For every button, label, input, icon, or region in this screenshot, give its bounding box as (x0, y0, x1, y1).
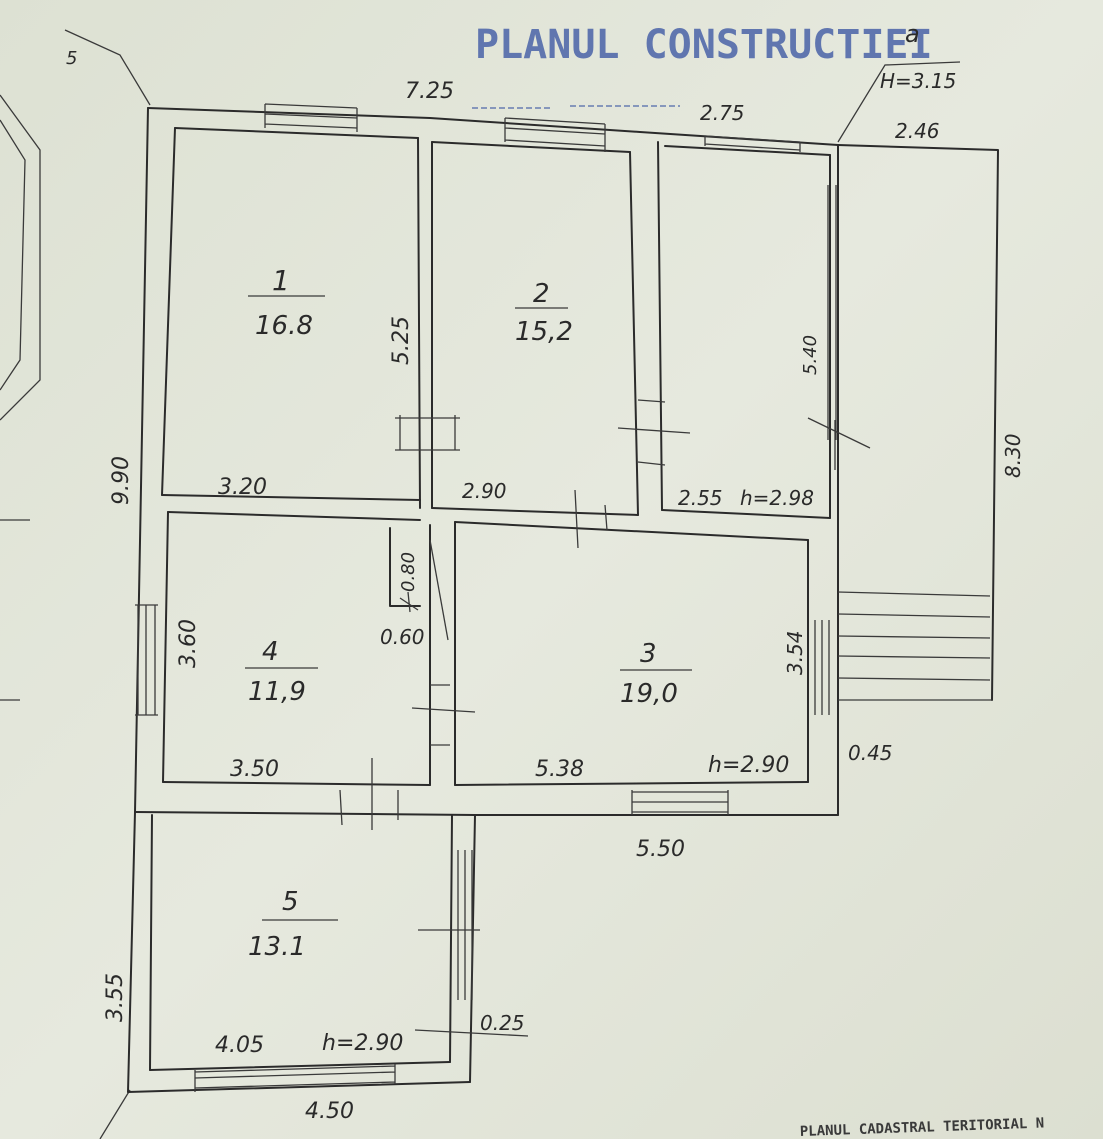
annex-height: H=3.15 (880, 69, 956, 93)
corner-marks (64, 29, 961, 1139)
outer-walls (127, 107, 999, 1093)
dim-room5-height: 3.55 (103, 973, 128, 1022)
dim-room4-height: 3.60 (176, 619, 201, 668)
dim-room3-width: 5.38 (535, 757, 584, 782)
dim-room5-ceiling: h=2.90 (322, 1031, 403, 1056)
room-number: 1 (272, 264, 290, 297)
corner-label: 5 (66, 48, 77, 69)
dimension-labels: 7.25 2.75 2.46 8.30 9.90 5.25 3.20 2.90 … (103, 79, 1025, 1124)
adjacent-sheet-edge (0, 94, 41, 701)
windows (135, 103, 837, 1092)
room-area: 16.8 (255, 311, 313, 341)
room-area: 15,2 (515, 317, 573, 347)
dim-mid-total: 5.50 (636, 837, 685, 862)
room-number: 5 (282, 887, 299, 917)
door-marks (339, 399, 871, 1037)
dim-room5-width: 4.05 (215, 1033, 264, 1058)
room-1: 1 16.8 (248, 264, 325, 341)
dim-bottom-total: 4.50 (305, 1099, 354, 1124)
dim-top-total: 7.25 (405, 79, 454, 104)
room-area: 13.1 (248, 932, 306, 962)
dim-room1-height: 5.25 (389, 316, 414, 365)
room-area: 19,0 (620, 679, 678, 709)
dim-room2-width: 2.90 (462, 479, 507, 503)
dim-corridor-width: 0.80 (398, 552, 419, 592)
room-2: 2 15,2 (515, 279, 573, 347)
dim-annex-top: 2.46 (895, 119, 940, 143)
dim-annex-side: 8.30 (1001, 433, 1025, 478)
dim-room-right-width: 2.55 (678, 486, 723, 510)
dim-room4-width: 3.50 (230, 757, 279, 782)
dim-wall-right: 0.45 (848, 741, 893, 765)
annex-label: a (905, 20, 920, 48)
dim-room1-width: 3.20 (218, 475, 267, 500)
room-number: 2 (533, 279, 550, 309)
dim-room3-ceiling: h=2.90 (708, 753, 789, 778)
footer-caption: PLANUL CADASTRAL TERITORIAL N (800, 1115, 1045, 1139)
room-area: 11,9 (248, 677, 306, 707)
dim-room-right-height: 5.40 (800, 335, 821, 375)
dim-room3-height: 3.54 (783, 630, 807, 675)
dim-corridor-depth: 0.60 (380, 625, 425, 649)
dim-top-right: 2.75 (700, 101, 745, 125)
dim-room5-wall: 0.25 (480, 1011, 525, 1035)
room-number: 3 (640, 639, 657, 669)
stamp-title: PLANUL CONSTRUCTIEI (475, 22, 933, 68)
room-3: 3 19,0 (620, 639, 692, 709)
room-4: 4 11,9 (245, 637, 318, 707)
dim-room-right-ceiling: h=2.98 (740, 486, 814, 510)
dim-left-total: 9.90 (109, 456, 134, 505)
room-5: 5 13.1 (248, 887, 338, 962)
room-number: 4 (262, 637, 279, 667)
